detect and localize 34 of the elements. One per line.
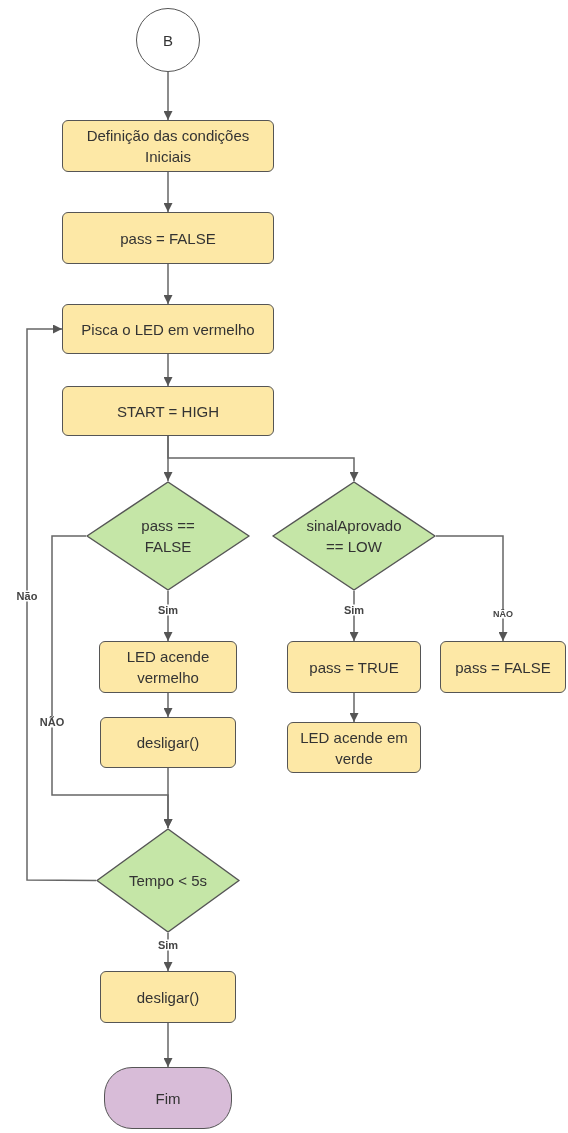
arrow <box>163 692 173 718</box>
edge-label: NÃO <box>492 609 514 619</box>
arrow <box>163 353 173 387</box>
process-box: pass = FALSE <box>440 641 566 693</box>
arrow <box>163 590 173 642</box>
arrow <box>163 263 173 305</box>
edge-label: Sim <box>342 604 366 616</box>
process-box: Pisca o LED em vermelho <box>62 304 274 354</box>
node-text: pass == FALSE <box>140 516 196 557</box>
process-box: START = HIGH <box>62 386 274 436</box>
terminal-box: Fim <box>104 1067 232 1129</box>
process-box: Definição das condições Iniciais <box>62 120 274 172</box>
arrow <box>163 932 173 972</box>
edge-label: NÃO <box>38 716 66 728</box>
process-box: desligar() <box>100 971 236 1023</box>
process-box: desligar() <box>100 717 236 768</box>
arrow <box>26 324 97 882</box>
node-text: Tempo < 5s <box>129 871 207 891</box>
arrow <box>349 590 359 642</box>
edge-label: Não <box>15 590 39 602</box>
arrow <box>163 71 173 121</box>
edge-label: Sim <box>156 604 180 616</box>
process-box: pass = FALSE <box>62 212 274 264</box>
arrow <box>163 767 173 829</box>
arrow <box>163 1022 173 1068</box>
process-box: LED acende vermelho <box>99 641 237 693</box>
arrow <box>435 535 508 642</box>
arrow <box>349 692 359 723</box>
edge-label: Sim <box>156 939 180 951</box>
arrow <box>167 435 359 482</box>
arrow <box>163 171 173 213</box>
node-text: sinalAprovado == LOW <box>305 516 403 557</box>
process-box: LED acende em verde <box>287 722 421 773</box>
process-box: pass = TRUE <box>287 641 421 693</box>
